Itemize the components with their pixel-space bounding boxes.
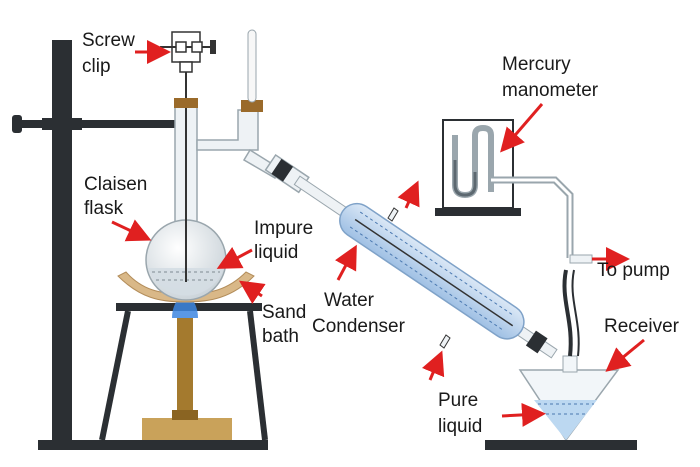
- arrow-receiver: [605, 338, 645, 372]
- rubber-tubing: [562, 269, 573, 357]
- stand-clamp-knob: [12, 115, 22, 133]
- flask-stopper: [174, 98, 198, 108]
- stand-clamp-arm: [14, 120, 184, 128]
- arrow-water-out: [397, 180, 420, 209]
- arrow-sand-bath: [239, 280, 266, 304]
- condenser-stopper-top: [271, 158, 294, 182]
- label-screw-clip: Screw clip: [82, 30, 140, 77]
- screw-clip: [160, 31, 216, 73]
- burner-collar: [172, 410, 198, 420]
- label-claisen-flask: Claisen flask: [84, 174, 153, 219]
- receiver: [485, 355, 637, 450]
- sand-bath: [117, 271, 255, 303]
- stand-base: [38, 440, 268, 450]
- water-condenser: [264, 153, 558, 359]
- label-receiver: Receiver: [604, 316, 680, 337]
- label-pure-liquid: Pure liquid: [438, 390, 483, 437]
- thermometer: [247, 29, 257, 103]
- label-sand-bath: Sand bath: [262, 302, 312, 347]
- manometer-base: [435, 208, 521, 216]
- thermometer-stopper: [241, 100, 263, 112]
- mercury-manometer: [435, 119, 521, 216]
- receiver-neck: [562, 355, 578, 373]
- burner-tube: [177, 318, 193, 418]
- receiver-platform: [485, 440, 637, 450]
- retort-stand: [12, 40, 268, 450]
- tripod-leg-left: [99, 310, 131, 441]
- arrow-impure-liquid: [216, 246, 253, 269]
- burner: [142, 292, 232, 440]
- labels: Screw clip Claisen flask Impure liquid S…: [82, 30, 680, 437]
- label-impure-liquid: Impure liquid: [254, 218, 318, 263]
- stand-rod: [52, 40, 72, 442]
- water-outlet-nub: [387, 207, 399, 222]
- label-water-condenser: Water Condenser: [312, 290, 406, 337]
- claisen-side-neck: [196, 109, 259, 151]
- label-to-pump: To pump: [597, 260, 670, 281]
- label-mercury-manometer: Mercury manometer: [502, 54, 599, 101]
- label-arrows: [111, 40, 645, 427]
- arrow-claisen-flask: [111, 219, 152, 242]
- vacuum-line: [491, 176, 593, 357]
- tripod-leg-right: [247, 310, 268, 441]
- water-inlet-nub: [439, 334, 451, 349]
- arrow-water-condenser: [334, 244, 357, 281]
- arrow-water-in: [422, 350, 445, 381]
- manometer-mercury: [453, 160, 477, 197]
- arrow-mercury-manometer: [500, 103, 544, 153]
- arrow-pure-liquid: [501, 402, 546, 427]
- burner-base: [142, 418, 232, 440]
- condenser-stopper-bottom: [525, 330, 548, 354]
- receiver-pure-liquid: [534, 400, 597, 440]
- pump-tee: [569, 254, 593, 264]
